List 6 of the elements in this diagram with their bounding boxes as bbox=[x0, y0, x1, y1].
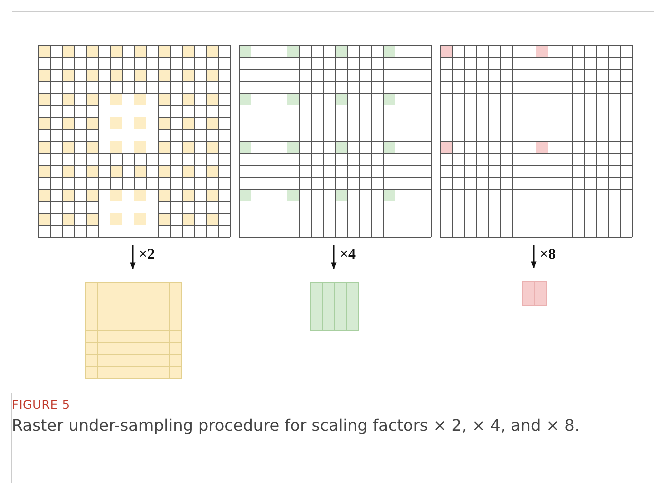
figure-caption: Raster under-sampling procedure for scaling factors × 2, × 4, and × 8. bbox=[12, 415, 581, 437]
arrow bbox=[130, 245, 136, 270]
arrow bbox=[331, 245, 337, 270]
edge-label: ×8 bbox=[540, 246, 556, 262]
figure-number: FIGURE 5 bbox=[12, 398, 70, 412]
arrow bbox=[531, 245, 537, 269]
